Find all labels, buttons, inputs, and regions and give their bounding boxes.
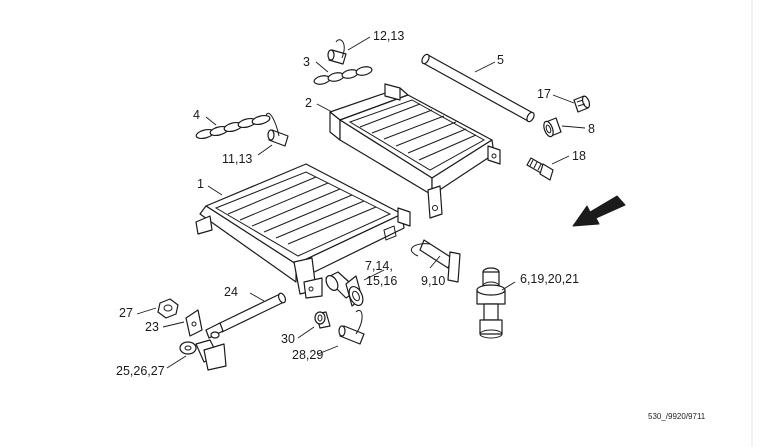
hub-part-7-14-15-16 bbox=[325, 271, 364, 307]
callout-6-19-20-21: 6,19,20,21 bbox=[520, 272, 579, 286]
drawing-code: 530_/9920/9711 bbox=[648, 412, 706, 421]
direction-arrow bbox=[572, 195, 626, 227]
pin-part-28-29 bbox=[338, 310, 365, 345]
pin-part-12-13 bbox=[327, 39, 347, 65]
callout-23: 23 bbox=[145, 320, 159, 334]
callout-7-14: 7,14, bbox=[365, 259, 393, 273]
callout-2: 2 bbox=[305, 96, 312, 110]
rod-part-5 bbox=[421, 53, 535, 123]
bolt-part-18 bbox=[526, 157, 554, 181]
frame-part-1 bbox=[195, 163, 411, 299]
callout-30: 30 bbox=[281, 332, 295, 346]
bracket-part-23 bbox=[185, 309, 203, 337]
callout-labels: 12,13 3 5 17 8 2 4 11,13 18 1 7,14, 15,1… bbox=[116, 29, 595, 378]
callout-28-29: 28,29 bbox=[292, 348, 323, 362]
pin-part-11-13 bbox=[265, 112, 289, 147]
callout-15-16: 15,16 bbox=[366, 274, 397, 288]
foot-part-6-19-20-21 bbox=[476, 267, 506, 339]
callout-17: 17 bbox=[537, 87, 551, 101]
callout-25-26-27: 25,26,27 bbox=[116, 364, 165, 378]
callout-9-10: 9,10 bbox=[421, 274, 445, 288]
callout-12-13: 12,13 bbox=[373, 29, 404, 43]
callout-5: 5 bbox=[497, 53, 504, 67]
callout-27-top: 27 bbox=[119, 306, 133, 320]
callout-11-13: 11,13 bbox=[222, 152, 252, 166]
leader-lines bbox=[136, 36, 586, 369]
bushing-part-8 bbox=[543, 117, 562, 138]
callout-8: 8 bbox=[588, 122, 595, 136]
nut-part-27-top bbox=[157, 298, 179, 319]
chain-part-4 bbox=[195, 114, 271, 140]
pin-part-9-10 bbox=[410, 239, 461, 283]
callout-18: 18 bbox=[572, 149, 586, 163]
frame-part-2 bbox=[329, 83, 501, 219]
callout-1: 1 bbox=[197, 177, 204, 191]
bushing-part-30 bbox=[314, 311, 331, 329]
callout-4: 4 bbox=[193, 108, 200, 122]
callout-24: 24 bbox=[224, 285, 238, 299]
fitting-part-17 bbox=[573, 95, 591, 113]
callout-3: 3 bbox=[303, 55, 310, 69]
chain-part-3 bbox=[313, 66, 373, 85]
bolt-set-part-25-26-27 bbox=[179, 339, 227, 371]
strut-part-24 bbox=[205, 292, 287, 339]
